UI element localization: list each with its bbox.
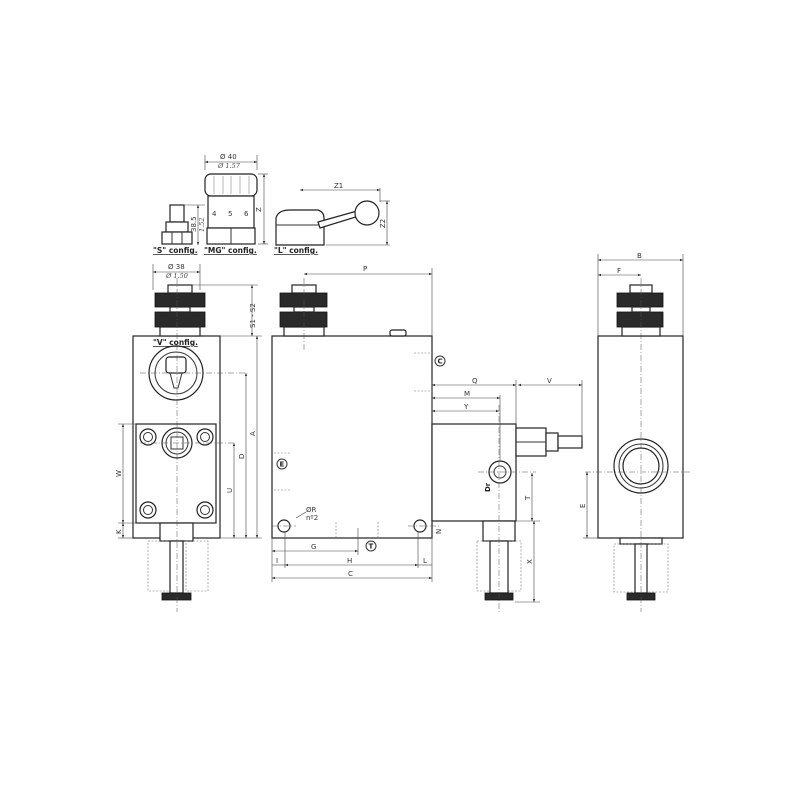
right-view	[583, 254, 690, 612]
port-dr-label: Dr	[484, 482, 492, 492]
mg-config-label: "MG" config.	[204, 246, 257, 255]
dim-m: M	[464, 390, 470, 398]
left-view	[118, 264, 262, 612]
l-length-label: Z1	[334, 182, 343, 190]
front-view	[271, 268, 446, 582]
mg-diameter-in: Ø 1.57	[217, 162, 241, 170]
dim-x: X	[526, 559, 534, 564]
dim-a: A	[249, 431, 257, 436]
mg-config-knob	[204, 155, 268, 245]
mg-height-label: Z	[255, 207, 263, 212]
s-config-label: "S" config.	[153, 246, 198, 255]
dim-f: F	[617, 267, 621, 275]
dim-h: H	[347, 557, 352, 565]
s-height-mm: 38.5	[190, 216, 198, 232]
dim-c: C	[348, 570, 353, 578]
mg-scale-mark: 4	[212, 210, 217, 218]
dim-i: I	[276, 557, 278, 565]
l-config-lever	[275, 188, 390, 246]
dim-y: Y	[463, 403, 469, 411]
s-height-in: 1.52	[198, 218, 206, 232]
hole-diameter: ØR	[306, 506, 317, 514]
left-diameter-mm: Ø 38	[168, 263, 185, 271]
dim-p: P	[363, 265, 367, 273]
dim-u: U	[226, 488, 234, 493]
mg-scale-mark: 6	[244, 210, 249, 218]
side-block	[431, 380, 583, 612]
v-config-label: "V" config.	[153, 338, 198, 347]
mg-scale-mark: 5	[228, 210, 232, 218]
dim-g: G	[311, 543, 316, 551]
dim-q: Q	[472, 377, 478, 385]
port-t-label: T	[369, 543, 374, 551]
hole-count: nº2	[306, 514, 318, 522]
left-diameter-in: Ø 1.50	[165, 272, 188, 280]
dim-b: B	[637, 252, 642, 260]
s-config-fitting	[161, 204, 205, 245]
dim-k: K	[115, 529, 123, 534]
mg-diameter-mm: Ø 40	[220, 153, 237, 161]
dim-l: L	[423, 557, 427, 565]
port-e-label: E	[280, 461, 285, 469]
dim-d: D	[238, 454, 246, 459]
dim-t: T	[524, 495, 532, 501]
l-height-label: Z2	[379, 219, 387, 228]
l-config-label: "L" config.	[274, 246, 318, 255]
dim-v: V	[547, 377, 552, 385]
dim-s1-s2: S1 - S2	[249, 303, 257, 328]
dim-w: W	[115, 470, 123, 477]
dim-n: N	[435, 529, 443, 534]
dim-e: E	[579, 504, 587, 508]
port-c-label: C	[438, 358, 443, 366]
